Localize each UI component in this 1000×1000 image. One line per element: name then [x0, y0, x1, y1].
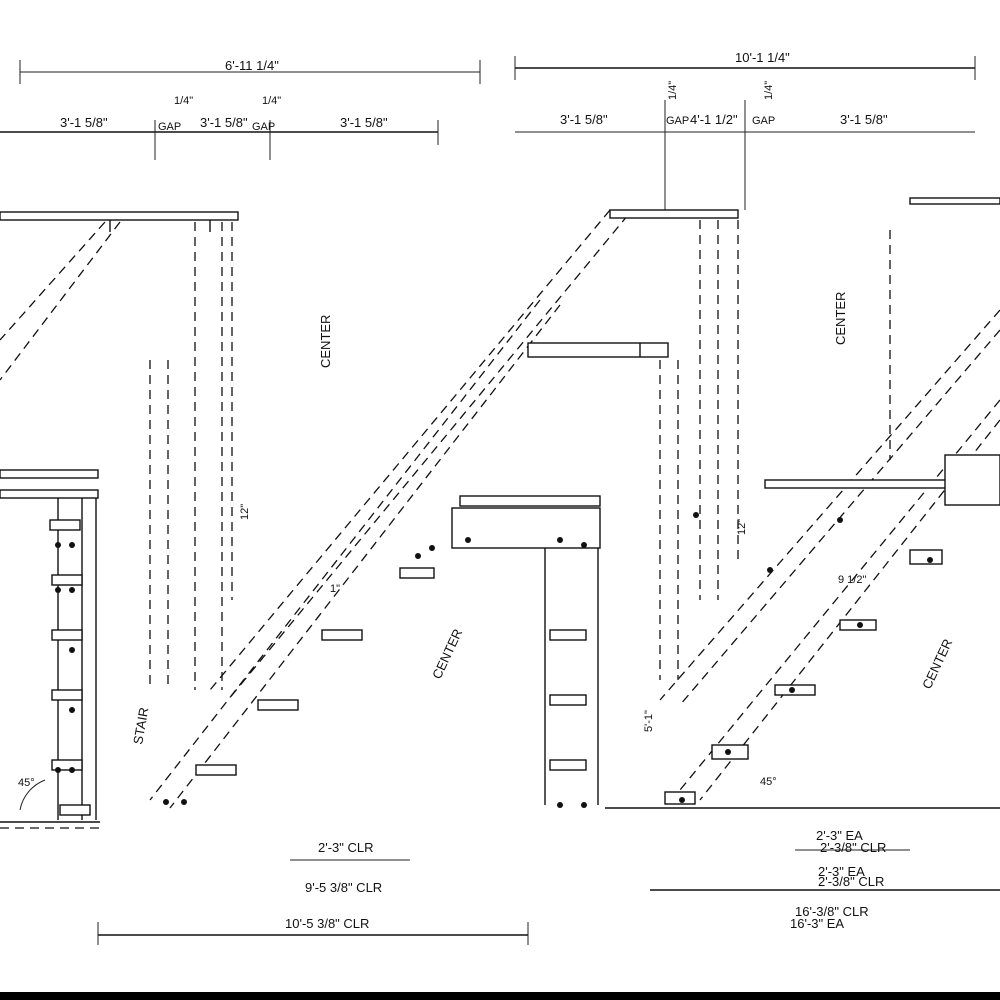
right-seg-1-text: 3'-1 5/8": [560, 112, 608, 127]
right-gap-b-text: 1/4": [763, 81, 775, 100]
right-top-landing: [527, 197, 1000, 358]
left-rise-text: 12": [239, 504, 251, 520]
left-seg-1-text: 3'-1 5/8": [60, 115, 108, 130]
left-gap-label-a: GAP: [158, 121, 181, 133]
left-gap-a-text: 1/4": [174, 95, 193, 107]
right-half-text: 9 1/2": [838, 574, 866, 586]
left-top-landing: [0, 211, 239, 232]
left-mid-landing: [0, 469, 99, 820]
left-bottom-2-text: 9'-5 3/8" CLR: [305, 880, 382, 895]
right-bottom-1-text: 2'-3" EA: [816, 828, 863, 843]
left-riser-1-text: 1": [330, 583, 340, 595]
left-segment-dimensions: 3'-1 5/8" 3'-1 5/8" 3'-1 5/8" 1/4" 1/4" …: [0, 95, 439, 160]
right-overall-dim-text: 10'-1 1/4": [735, 50, 790, 65]
left-stringers: [0, 209, 629, 809]
right-stringer-label-b: CENTER: [919, 636, 955, 691]
left-bottom-1-text: 2'-3" CLR: [318, 840, 374, 855]
right-overall-dimension: 10'-1 1/4": [514, 50, 976, 80]
right-assembly: 10'-1 1/4" 3'-1 5/8" 4'-1 1/2" 3'-1 5/8"…: [514, 50, 1000, 931]
right-stringer-label-a: CENTER: [833, 292, 848, 345]
right-gap-a-text: 1/4": [667, 81, 679, 100]
left-bottom-3-text: 10'-5 3/8" CLR: [285, 916, 369, 931]
left-stair-label: STAIR: [130, 706, 151, 745]
left-seg-3-text: 3'-1 5/8": [340, 115, 388, 130]
right-gap-label-a: GAP: [666, 115, 689, 127]
left-seg-2-text: 3'-1 5/8": [200, 115, 248, 130]
right-stringers: [659, 309, 1000, 801]
right-gap-label-b: GAP: [752, 115, 775, 127]
left-gap-b-text: 1/4": [262, 95, 281, 107]
right-bottom-2b-text: 2'-3/8" CLR: [818, 874, 884, 889]
right-rise-text: 12": [736, 519, 748, 535]
left-stringer-treads: [163, 545, 435, 805]
right-seg-3-text: 3'-1 5/8": [840, 112, 888, 127]
left-overall-dimension: 6'-11 1/4": [19, 58, 481, 84]
right-mid-landing: [664, 454, 1000, 805]
left-column-treads: [49, 519, 91, 816]
right-bottom-dimensions: 2'-3" EA 2'-3/8" CLR 2'-3" EA 2'-3/8" CL…: [790, 828, 886, 931]
right-bottom-3b-text: 16'-3" EA: [790, 916, 844, 931]
right-bottom-2-text: 2'-3" EA: [818, 864, 865, 879]
right-ground: 45°: [605, 776, 1000, 891]
right-segment-dimensions: 3'-1 5/8" 4'-1 1/2" 3'-1 5/8" 1/4" 1/4" …: [515, 81, 975, 210]
left-gap-label-b: GAP: [252, 121, 275, 133]
right-bottom-3-text: 16'-3/8" CLR: [795, 904, 869, 919]
left-stringer-label-b: CENTER: [429, 626, 465, 681]
left-angle-text: 45°: [18, 777, 35, 789]
right-column: [659, 220, 891, 680]
left-assembly: 6'-11 1/4" 3'-1 5/8" 3'-1 5/8" 3'-1 5/8"…: [0, 58, 629, 945]
left-center-landing: [451, 495, 601, 808]
left-ground: 45°: [0, 777, 100, 829]
left-stringer-label-a: CENTER: [318, 315, 333, 368]
right-angle-text: 45°: [760, 776, 777, 788]
right-seg-2-text: 4'-1 1/2": [690, 112, 738, 127]
right-bottom-1b-text: 2'-3/8" CLR: [820, 840, 886, 855]
bottom-border: [0, 992, 1000, 1000]
left-bottom-dimensions: 2'-3" CLR 9'-5 3/8" CLR 10'-5 3/8" CLR: [97, 840, 529, 945]
left-column: [149, 222, 233, 690]
left-overall-dim-text: 6'-11 1/4": [225, 58, 279, 73]
right-note-text: 5'-1": [643, 710, 655, 732]
